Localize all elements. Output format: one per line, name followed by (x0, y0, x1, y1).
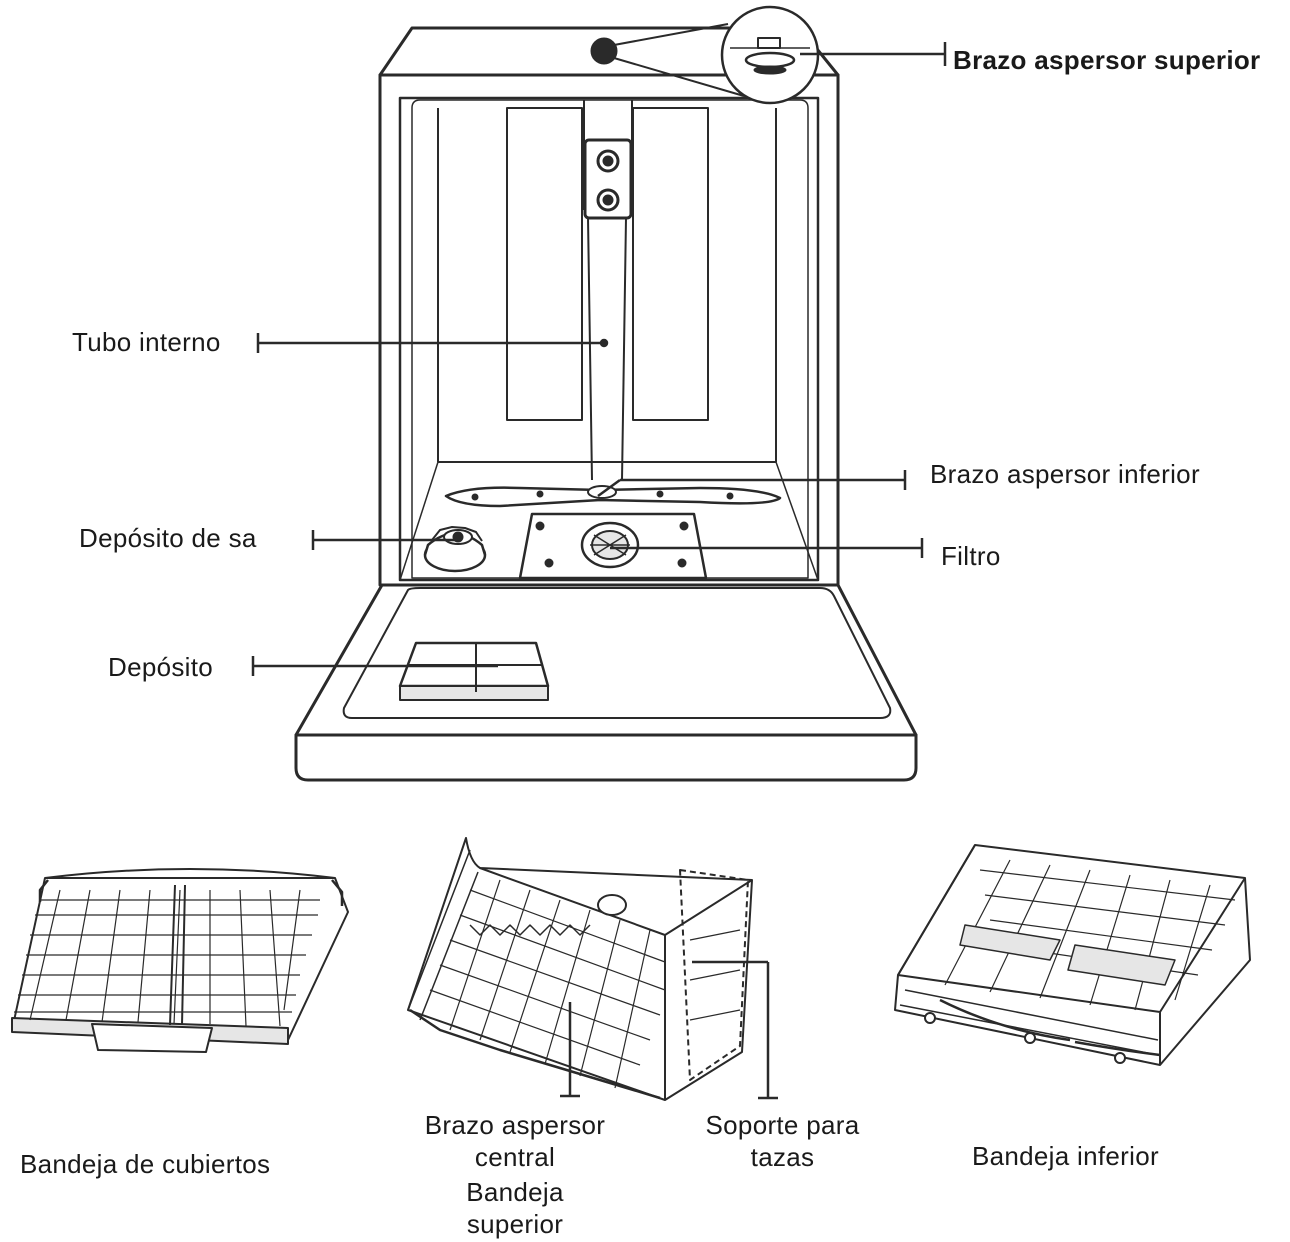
label-cup-shelf: Soporte para tazas (705, 1110, 860, 1172)
label-inner-tube: Tubo interno (72, 327, 221, 357)
leader-lines (251, 42, 947, 1100)
label-upper-spray-arm: Brazo aspersor superior (953, 45, 1261, 75)
label-salt-container: Depósito de sa (79, 523, 257, 553)
label-lower-spray-arm: Brazo aspersor inferior (930, 459, 1200, 489)
cutlery-tray (11, 868, 349, 1053)
lower-spray-arm (444, 485, 782, 508)
label-lower-basket: Bandeja inferior (972, 1141, 1159, 1171)
label-dispenser: Depósito (108, 652, 214, 682)
dishwasher-door (294, 583, 918, 782)
upper-basket (407, 837, 753, 1101)
label-middle-spray-arm: Brazo aspersor central (424, 1110, 606, 1172)
lower-basket (894, 844, 1251, 1066)
label-filter: Filtro (941, 541, 1001, 571)
label-upper-basket: Bandeja superior (466, 1177, 564, 1239)
label-cutlery-tray: Bandeja de cubiertos (20, 1149, 271, 1179)
filter-plate (518, 512, 708, 580)
